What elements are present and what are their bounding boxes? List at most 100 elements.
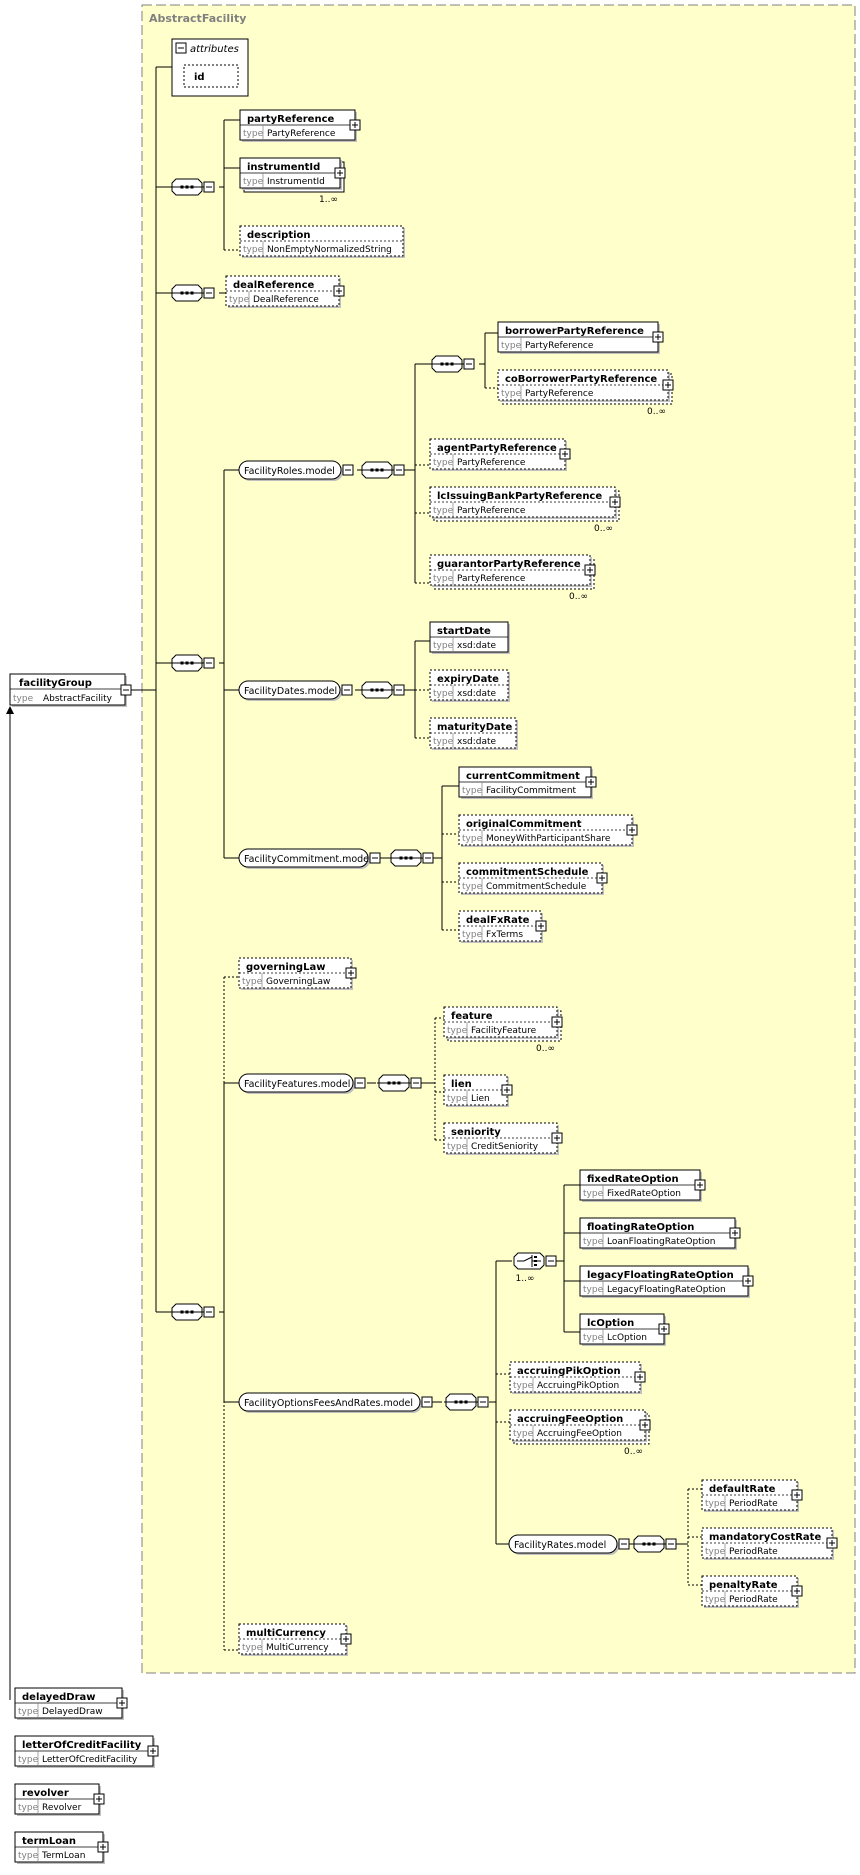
collapse-icon[interactable] <box>410 1077 422 1089</box>
sequence-compositor-fees[interactable] <box>444 1393 489 1411</box>
collapse-icon[interactable] <box>393 464 405 476</box>
expand-icon[interactable] <box>791 1585 803 1597</box>
model-group-facilityOptions[interactable]: FacilityOptionsFeesAndRates.model <box>238 1392 433 1413</box>
expand-icon[interactable] <box>334 167 346 179</box>
expand-icon[interactable] <box>652 331 664 343</box>
collapse-icon[interactable] <box>665 1538 677 1550</box>
expand-icon[interactable] <box>826 1537 838 1549</box>
expand-icon[interactable] <box>349 119 361 131</box>
collapse-icon[interactable] <box>463 358 475 370</box>
sequence-compositor-dates[interactable] <box>360 681 405 699</box>
expand-icon[interactable] <box>596 872 608 884</box>
expand-icon[interactable] <box>634 1371 646 1383</box>
sequence-compositor-commitment[interactable] <box>389 849 434 867</box>
expand-icon[interactable] <box>333 285 345 297</box>
model-group-facilityFeatures[interactable]: FacilityFeatures.model <box>238 1073 366 1094</box>
collapse-icon[interactable] <box>203 1306 215 1318</box>
sequence-compositor-roles[interactable] <box>360 461 405 479</box>
collapse-icon[interactable] <box>618 1538 630 1550</box>
expand-icon[interactable] <box>97 1841 109 1853</box>
collapse-icon[interactable] <box>342 464 354 476</box>
expand-icon[interactable] <box>535 920 547 932</box>
sequence-compositor-borrowers[interactable] <box>430 355 475 373</box>
collapse-icon[interactable] <box>175 42 187 54</box>
expand-icon[interactable] <box>609 496 621 508</box>
expand-icon[interactable] <box>501 1084 513 1096</box>
choice-compositor[interactable]: 1..∞ <box>513 1252 557 1284</box>
model-group-facilityCommitment[interactable]: FacilityCommitment.model <box>238 848 381 869</box>
sequence-compositor-models[interactable] <box>170 654 215 672</box>
model-group-facilityRoles[interactable]: FacilityRoles.model <box>238 460 354 481</box>
collapse-icon[interactable] <box>545 1255 557 1267</box>
collapse-icon[interactable] <box>477 1396 489 1408</box>
attribute-id-box[interactable] <box>183 64 239 88</box>
expand-icon[interactable] <box>116 1697 128 1709</box>
sequence-compositor-identifiers[interactable] <box>170 178 215 196</box>
expand-icon[interactable] <box>639 1419 651 1431</box>
collapse-icon[interactable] <box>421 1396 433 1408</box>
expand-icon[interactable] <box>345 967 357 979</box>
expand-icon[interactable] <box>551 1016 563 1028</box>
expand-icon[interactable] <box>626 824 638 836</box>
collapse-icon[interactable] <box>120 684 132 696</box>
expand-icon[interactable] <box>729 1227 741 1239</box>
expand-icon[interactable] <box>340 1633 352 1645</box>
collapse-icon[interactable] <box>422 852 434 864</box>
sequence-compositor-deal[interactable] <box>170 284 215 302</box>
collapse-icon[interactable] <box>203 287 215 299</box>
collapse-icon[interactable] <box>354 1077 366 1089</box>
expand-icon[interactable] <box>658 1323 670 1335</box>
expand-icon[interactable] <box>791 1489 803 1501</box>
sequence-compositor-rates[interactable] <box>632 1535 677 1553</box>
expand-icon[interactable] <box>742 1275 754 1287</box>
collapse-icon[interactable] <box>203 181 215 193</box>
expand-icon[interactable] <box>559 448 571 460</box>
model-group-facilityDates[interactable]: FacilityDates.model <box>238 680 353 701</box>
expand-icon[interactable] <box>93 1793 105 1805</box>
collapse-icon[interactable] <box>341 684 353 696</box>
model-group-facilityRates[interactable]: FacilityRates.model <box>508 1534 630 1555</box>
expand-icon[interactable] <box>147 1745 159 1757</box>
expand-icon[interactable] <box>694 1179 706 1191</box>
expand-icon[interactable] <box>584 564 596 576</box>
expand-icon[interactable] <box>662 379 674 391</box>
expand-icon[interactable] <box>551 1132 563 1144</box>
sequence-compositor-options[interactable] <box>170 1303 215 1321</box>
expand-icon[interactable] <box>585 776 597 788</box>
collapse-icon[interactable] <box>393 684 405 696</box>
collapse-icon[interactable] <box>369 852 381 864</box>
